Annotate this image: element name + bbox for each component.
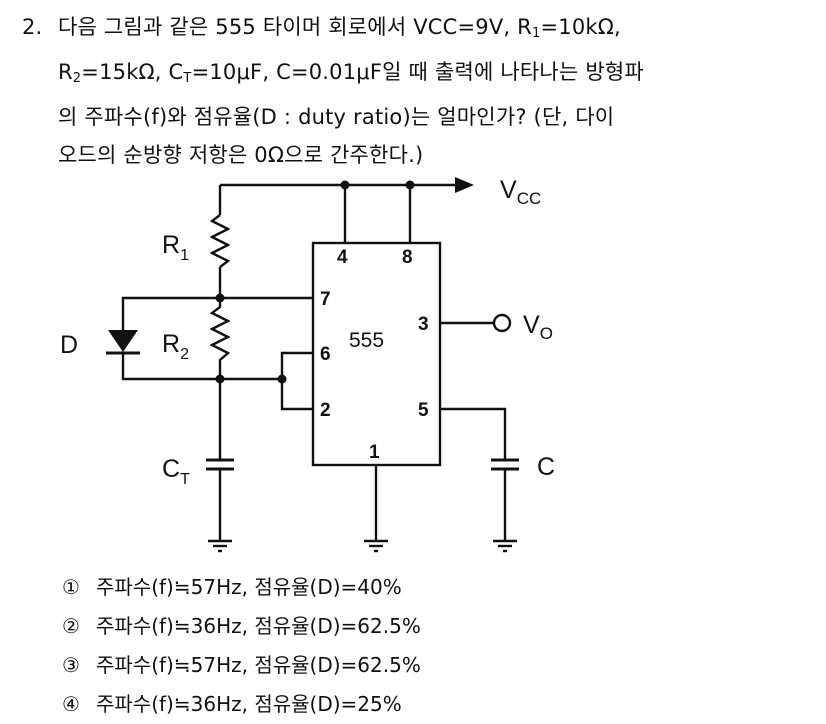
question-line-4: 오드의 순방향 저항은 0Ω으로 간주한다.) bbox=[58, 143, 424, 167]
pin-4-label: 4 bbox=[337, 247, 348, 268]
pin-6-label: 6 bbox=[320, 344, 331, 365]
choice-text: 주파수(f)≒57Hz, 점유율(D)=40% bbox=[96, 575, 402, 599]
junction-dot bbox=[277, 374, 287, 384]
choice-mark: ④ bbox=[62, 692, 80, 716]
diode-symbol bbox=[106, 330, 140, 355]
choice-mark: ① bbox=[62, 575, 80, 599]
circuit-diagram: VCC VO R1 R2 CT C D 555 4 8 7 6 2 3 5 1 bbox=[60, 176, 555, 553]
r2-resistor bbox=[209, 298, 231, 379]
choice-mark: ③ bbox=[62, 653, 80, 677]
pin2-wire bbox=[280, 379, 313, 411]
choice-4[interactable]: ④ 주파수(f)≒36Hz, 점유율(D)=25% bbox=[62, 685, 421, 724]
junction-dot bbox=[215, 293, 225, 303]
question-number: 2. bbox=[22, 15, 43, 39]
diode-wire-top bbox=[121, 296, 220, 330]
d-label: D bbox=[60, 331, 78, 359]
ic-label: 555 bbox=[349, 329, 384, 352]
answer-choices: ① 주파수(f)≒57Hz, 점유율(D)=40% ② 주파수(f)≒36Hz, 점… bbox=[62, 568, 421, 724]
pin-1-label: 1 bbox=[369, 442, 380, 463]
ground-symbol bbox=[364, 539, 388, 553]
junction-dot bbox=[215, 374, 225, 384]
pin6-wire bbox=[280, 351, 313, 379]
pin-7-label: 7 bbox=[320, 289, 331, 310]
junction-dot bbox=[340, 180, 350, 190]
vo-label: VO bbox=[523, 311, 553, 343]
choice-text: 주파수(f)≒57Hz, 점유율(D)=62.5% bbox=[96, 653, 421, 677]
vcc-label: VCC bbox=[500, 176, 541, 208]
vcc-arrow bbox=[455, 177, 474, 193]
r1-resistor bbox=[209, 214, 231, 268]
ct-capacitor bbox=[206, 458, 234, 471]
choice-text: 주파수(f)≒36Hz, 점유율(D)=25% bbox=[96, 692, 402, 716]
r1-label: R1 bbox=[162, 231, 189, 264]
pin-8-label: 8 bbox=[402, 247, 413, 268]
c-label: C bbox=[537, 453, 555, 481]
ct-label: CT bbox=[162, 455, 190, 488]
ground-symbol bbox=[493, 539, 517, 553]
ground-symbol bbox=[208, 539, 232, 553]
choice-1[interactable]: ① 주파수(f)≒57Hz, 점유율(D)=40% bbox=[62, 568, 421, 607]
output-terminal bbox=[492, 313, 512, 333]
pin-5-label: 5 bbox=[418, 400, 429, 421]
pin-2-label: 2 bbox=[320, 400, 331, 421]
question-line-2: R2=15kΩ, CT=10μF, C=0.01μF일 때 출력에 나타나는 방… bbox=[58, 60, 644, 86]
c-capacitor bbox=[491, 458, 519, 471]
junction-dot bbox=[405, 180, 415, 190]
choice-text: 주파수(f)≒36Hz, 점유율(D)=62.5% bbox=[96, 614, 421, 638]
choice-3[interactable]: ③ 주파수(f)≒57Hz, 점유율(D)=62.5% bbox=[62, 646, 421, 685]
r2-label: R2 bbox=[162, 330, 189, 363]
diode-wire-bottom bbox=[121, 353, 220, 381]
pin5-wire bbox=[440, 407, 507, 459]
question-line-1: 2.다음 그림과 같은 555 타이머 회로에서 VCC=9V, R1=10kΩ… bbox=[22, 8, 812, 53]
question-text: 2.다음 그림과 같은 555 타이머 회로에서 VCC=9V, R1=10kΩ… bbox=[22, 8, 812, 174]
ic-555-box bbox=[311, 241, 442, 467]
choice-mark: ② bbox=[62, 614, 80, 638]
choice-2[interactable]: ② 주파수(f)≒36Hz, 점유율(D)=62.5% bbox=[62, 607, 421, 646]
pin-3-label: 3 bbox=[418, 314, 429, 335]
question-line-3: 의 주파수(f)와 점유율(D : duty ratio)는 얼마인가? (단,… bbox=[58, 105, 615, 129]
